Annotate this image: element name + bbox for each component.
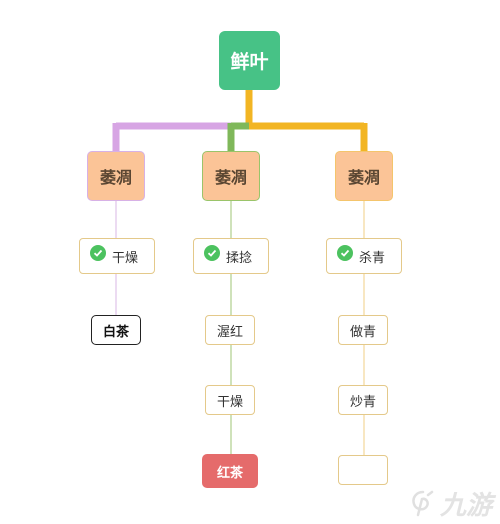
withering-label: 萎凋 (214, 168, 247, 187)
swirl-icon (412, 490, 434, 516)
step-node-drying: 干燥 (79, 238, 155, 274)
step-label: 炒青 (349, 394, 376, 410)
step-label: 做青 (349, 324, 376, 340)
check-icon (204, 245, 220, 261)
watermark-text: 九游 (439, 491, 492, 521)
check-icon (337, 245, 353, 261)
step-node-drying-2: 干燥 (205, 385, 255, 415)
watermark: 九游 (408, 485, 492, 522)
withering-node-left: 萎凋 (87, 151, 145, 201)
step-label: 干燥 (111, 250, 138, 266)
step-node-fixing: 杀青 (326, 238, 402, 274)
check-icon (90, 245, 106, 261)
step-node-fermenting: 渥红 (205, 315, 255, 345)
step-node-rolling: 揉捻 (193, 238, 269, 274)
final-label: 红茶 (216, 465, 243, 481)
root-node: 鲜叶 (219, 31, 280, 90)
final-node-black-tea: 红茶 (202, 454, 258, 488)
step-node-oolong-making: 做青 (338, 315, 388, 345)
withering-label: 萎凋 (347, 168, 380, 187)
withering-label: 萎凋 (99, 168, 132, 187)
step-label: 干燥 (216, 394, 243, 410)
step-label: 杀青 (358, 250, 385, 266)
final-label: 白茶 (102, 324, 129, 340)
step-label: 揉捻 (225, 250, 252, 266)
root-label: 鲜叶 (230, 51, 269, 73)
step-node-pan-firing: 炒青 (338, 385, 388, 415)
step-node-cropped (338, 455, 388, 485)
withering-node-middle: 萎凋 (202, 151, 260, 201)
withering-node-right: 萎凋 (335, 151, 393, 201)
step-label: 渥红 (216, 324, 243, 340)
final-node-white-tea: 白茶 (91, 315, 141, 345)
